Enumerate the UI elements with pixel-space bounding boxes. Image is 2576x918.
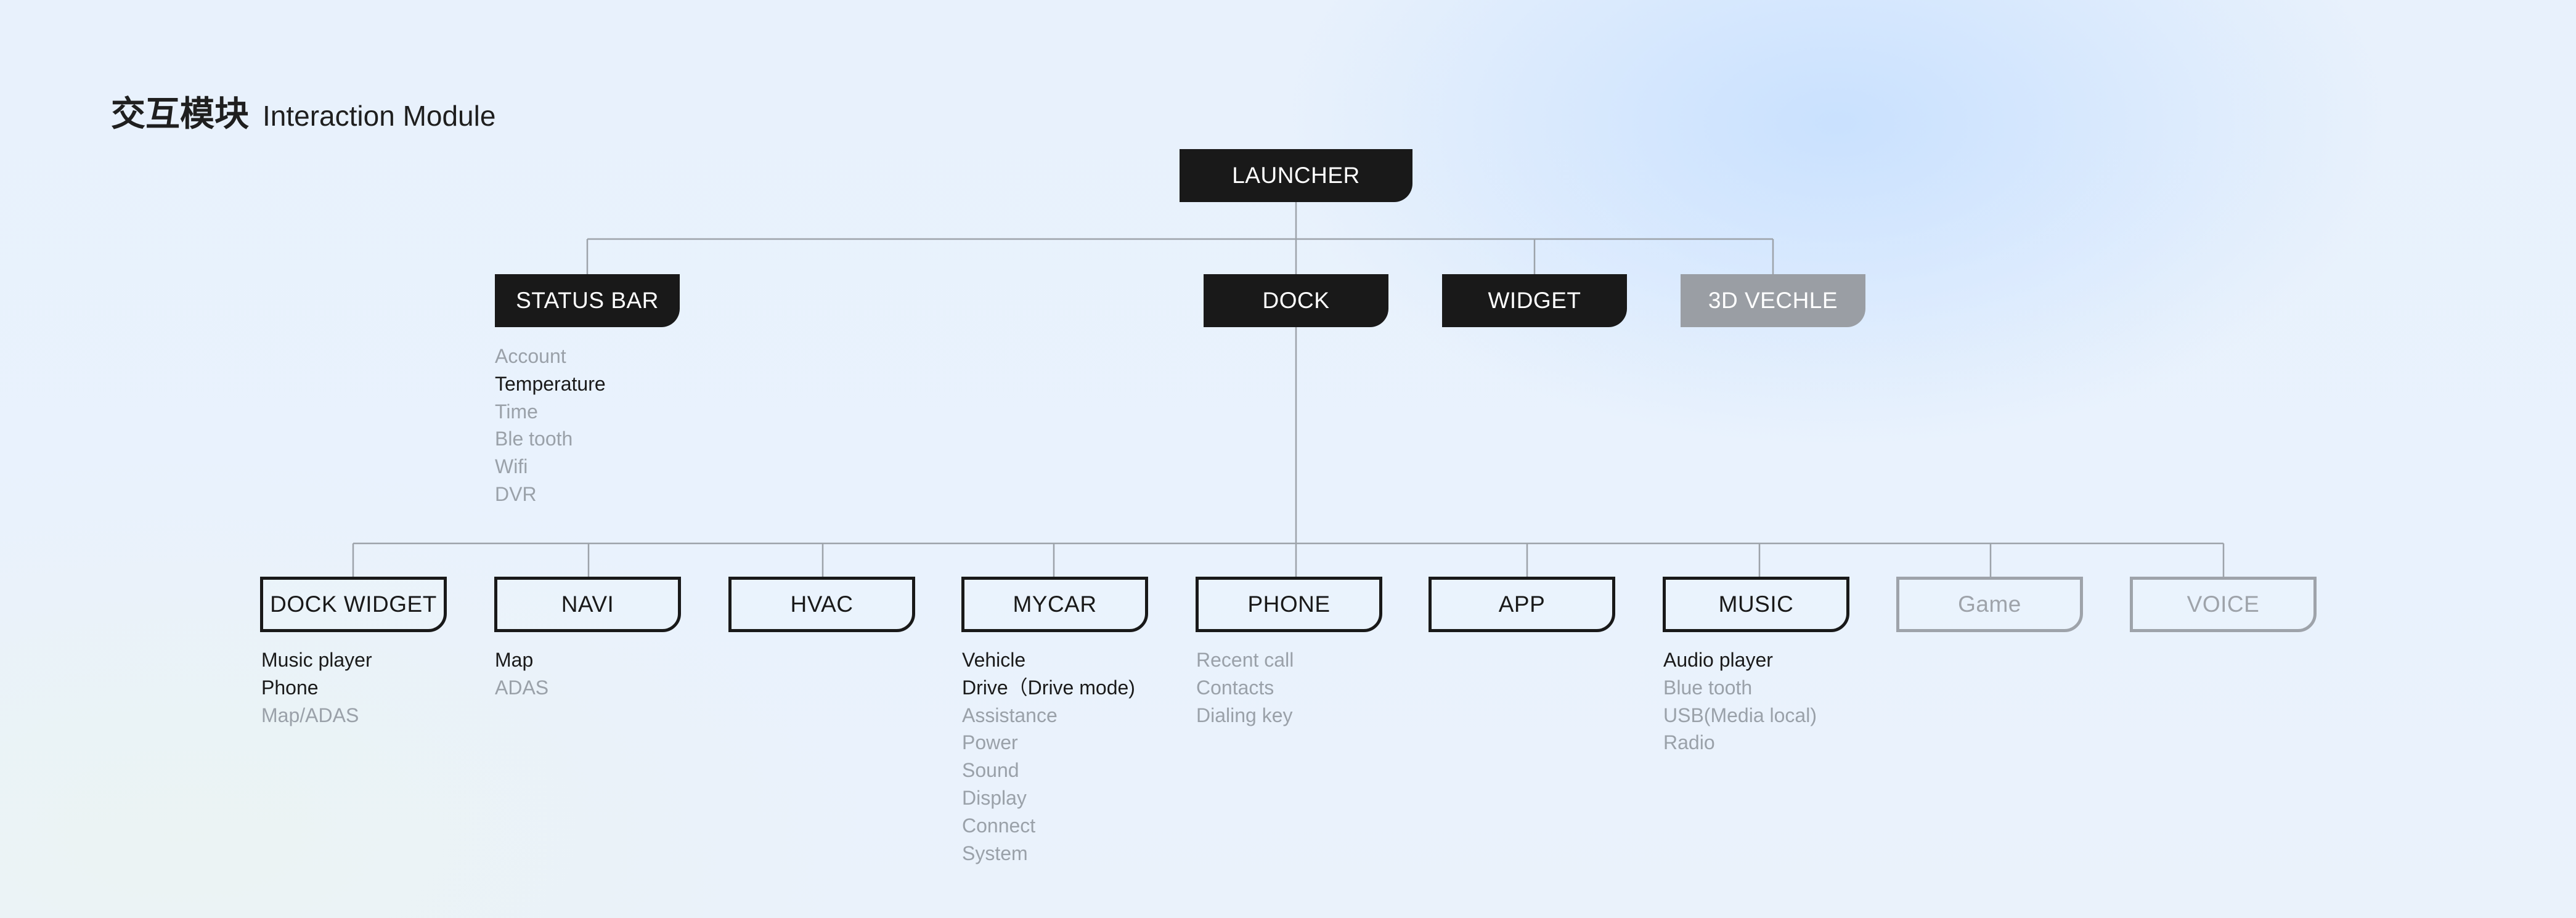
phone-sublist: Recent call Contacts Dialing key [1196,646,1294,729]
sublist-item: ADAS [495,676,549,699]
sublist-item: Music player [261,649,372,671]
sublist-item: Wifi [495,455,528,478]
node-label: DOCK [1262,288,1330,313]
sublist-item: Assistance [962,704,1058,726]
node-label: HVAC [790,591,854,617]
sublist-item: Recent call [1196,649,1294,671]
sublist-item: Vehicle [962,649,1026,671]
dock-widget-sublist: Music player Phone Map/ADAS [261,646,372,729]
sublist-item: Display [962,786,1027,809]
sublist-item: Map/ADAS [261,704,359,726]
sublist-item: Temperature [495,372,606,395]
node-widget: WIDGET [1442,274,1627,327]
sublist-item: System [962,842,1028,864]
node-label: WIDGET [1488,288,1581,313]
node-label: LAUNCHER [1232,163,1360,188]
sublist-item: Audio player [1663,649,1773,671]
node-phone: PHONE [1196,577,1382,632]
page-title-chinese: 交互模块 [111,94,249,134]
navi-sublist: Map ADAS [495,646,548,702]
node-label: APP [1498,591,1546,617]
node-label: MYCAR [1013,591,1097,617]
node-navi: NAVI [494,577,681,632]
page-title: 交互模块 Interaction Module [111,86,495,136]
node-app: APP [1429,577,1615,632]
sublist-item: USB(Media local) [1663,704,1817,726]
node-game: Game [1896,577,2083,632]
node-dock-widget: DOCK WIDGET [260,577,447,632]
sublist-item: Connect [962,814,1036,837]
node-label: MUSIC [1718,591,1794,617]
node-label: Game [1958,591,2021,617]
node-label: PHONE [1247,591,1331,617]
sublist-item: Phone [261,676,319,699]
sublist-item: Radio [1663,731,1715,754]
sublist-item: Blue tooth [1663,676,1753,699]
node-label: NAVI [561,591,614,617]
page-title-english: Interaction Module [263,100,496,132]
node-label: STATUS BAR [516,288,659,313]
sublist-item: Contacts [1196,676,1274,699]
sublist-item: Sound [962,759,1019,782]
sublist-item: Account [495,345,566,367]
sublist-item: Ble tooth [495,428,573,450]
sublist-item: Map [495,649,534,671]
sublist-item: Time [495,400,538,423]
sublist-item: Drive（Drive mode) [962,676,1135,699]
music-sublist: Audio player Blue tooth USB(Media local)… [1663,646,1817,757]
node-launcher: LAUNCHER [1180,149,1412,202]
node-label: VOICE [2187,591,2260,617]
node-voice: VOICE [2130,577,2317,632]
node-dock: DOCK [1204,274,1388,327]
sublist-item: DVR [495,482,537,505]
node-label: 3D VECHLE [1708,288,1838,313]
sublist-item: Power [962,731,1018,754]
status-bar-sublist: Account Temperature Time Ble tooth Wifi … [495,343,606,508]
node-hvac: HVAC [728,577,915,632]
node-label: DOCK WIDGET [270,591,437,617]
node-music: MUSIC [1663,577,1849,632]
node-mycar: MYCAR [961,577,1148,632]
node-status-bar: STATUS BAR [495,274,680,327]
sublist-item: Dialing key [1196,704,1293,726]
node-3d-vechle: 3D VECHLE [1681,274,1865,327]
mycar-sublist: Vehicle Drive（Drive mode) Assistance Pow… [962,646,1135,867]
